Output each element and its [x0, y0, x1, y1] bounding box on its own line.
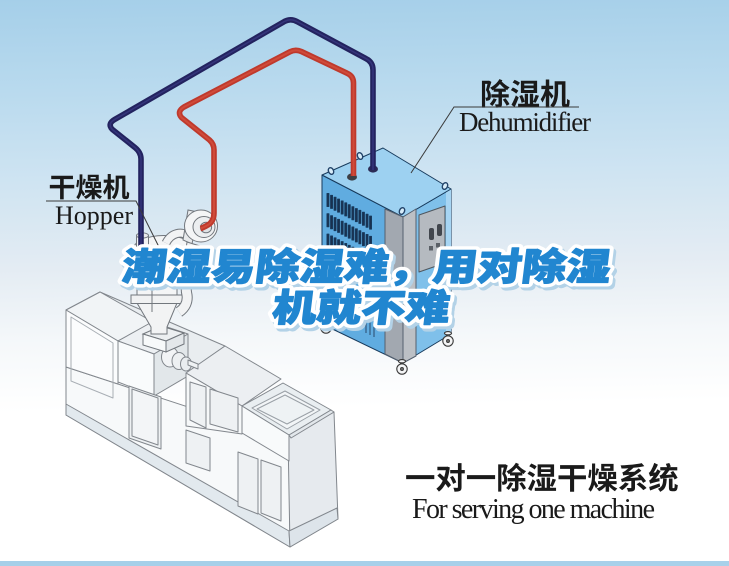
svg-text:Dehumidifier: Dehumidifier — [459, 107, 591, 137]
svg-text:Hopper: Hopper — [55, 201, 133, 230]
svg-text:For serving one machine: For serving one machine — [412, 494, 655, 525]
